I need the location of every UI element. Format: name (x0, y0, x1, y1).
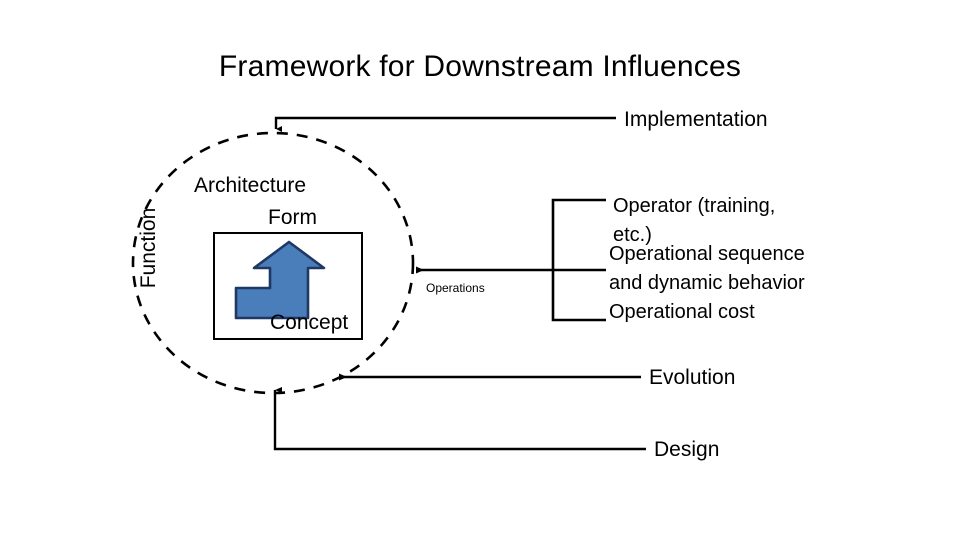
bent-arrow-icon (234, 240, 326, 320)
label-form: Form (268, 206, 317, 229)
ops-detail-operational-cost: Operational cost (609, 301, 755, 323)
label-evolution: Evolution (649, 366, 736, 389)
label-design: Design (654, 438, 720, 461)
page-title: Framework for Downstream Influences (218, 50, 742, 83)
operations-bracket (551, 198, 606, 322)
label-concept: Concept (270, 311, 349, 334)
implementation-connector (274, 116, 616, 132)
ops-detail-operational-sequence: Operational sequence and dynamic behavio… (609, 243, 805, 294)
design-connector (273, 387, 646, 451)
label-function: Function (137, 207, 160, 289)
label-architecture: Architecture (194, 174, 307, 197)
label-operations: Operations (426, 281, 485, 295)
label-implementation: Implementation (624, 108, 768, 131)
ops-detail-operator: Operator (training, etc.) (613, 195, 776, 246)
